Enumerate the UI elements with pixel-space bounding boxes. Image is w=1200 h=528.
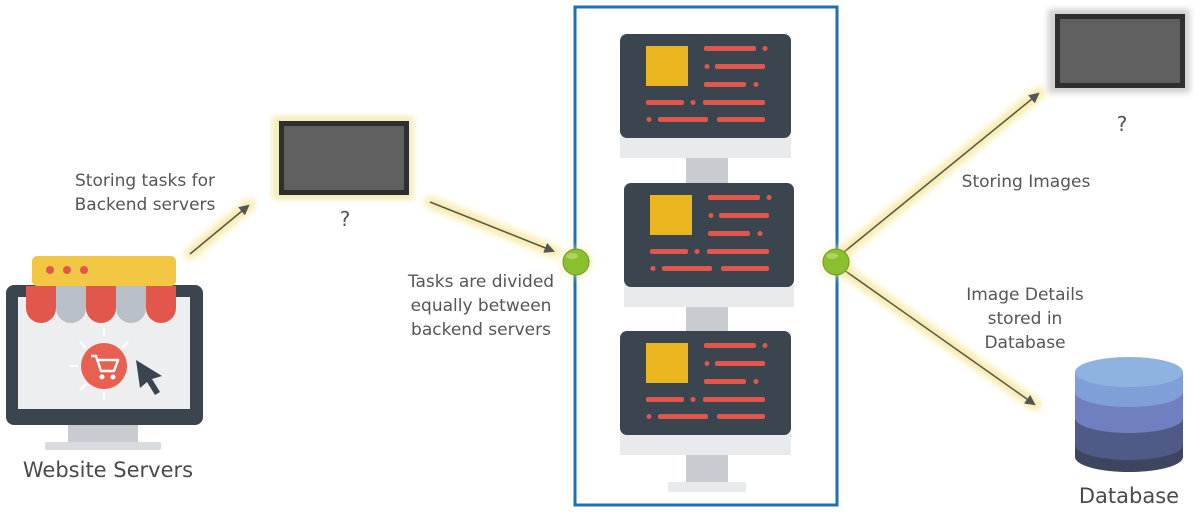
queue-box-icon <box>272 116 414 200</box>
arrow-queue-to-backend <box>425 197 560 257</box>
tasks-divided-label: Tasks are divided equally between backen… <box>407 272 555 340</box>
arrow-website-to-queue <box>185 199 255 259</box>
database-stack-icon <box>1075 357 1183 472</box>
server-monitor-icon <box>620 331 791 492</box>
arrow-backend-to-storage <box>839 87 1045 257</box>
green-node-icon <box>561 247 591 277</box>
storage-box-icon <box>1048 9 1190 93</box>
queue-question-label: ? <box>339 207 351 231</box>
storage-question-label: ? <box>1116 112 1128 136</box>
database-label: Database <box>1078 484 1180 508</box>
green-node-icon <box>821 247 851 277</box>
shop-monitor-icon <box>6 256 203 450</box>
server-monitor-icon <box>624 183 794 332</box>
storing-images-label: Storing Images <box>961 172 1091 192</box>
storing-tasks-label: Storing tasks for Backend servers <box>74 171 216 215</box>
arrow-backend-to-database <box>839 265 1041 410</box>
website-servers-label: Website Servers <box>22 458 194 482</box>
image-details-label: Image Details stored in Database <box>966 285 1084 353</box>
